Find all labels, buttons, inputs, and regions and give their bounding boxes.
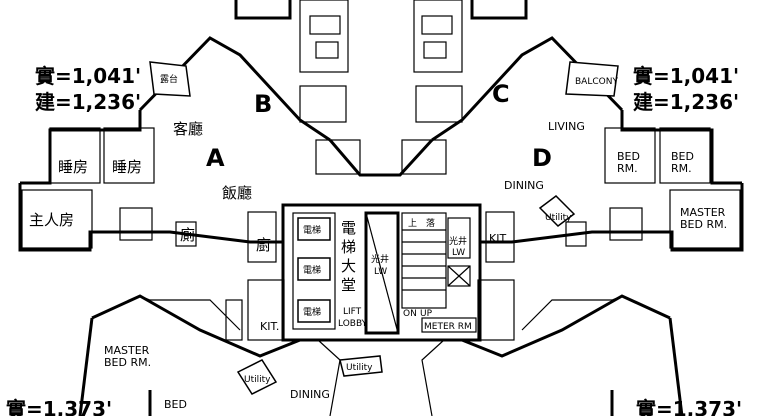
stair-up-label: 上: [408, 218, 417, 229]
lower-left-saleable-area: 實=1,373': [6, 397, 112, 416]
lift-2-label: 電梯: [303, 264, 321, 276]
lightwell: [364, 211, 400, 335]
lift-lobby-line-2: LOBBY: [338, 319, 368, 329]
lift-hall-char-4: 堂: [341, 276, 356, 294]
lift-hall-char-2: 梯: [341, 238, 356, 256]
dining-room-d: DINING: [504, 179, 544, 192]
master-bedroom-a-label: 主人房: [29, 211, 74, 229]
lift-1: [297, 217, 331, 241]
unit-a-gross-area: 建=1,236': [35, 90, 141, 114]
unit-d-gross-area: 建=1,236': [633, 90, 739, 114]
utility-lower-center: [339, 355, 383, 377]
utility-d-label: Utility: [545, 213, 572, 223]
master-bedroom-d: [669, 189, 741, 249]
staircase: [401, 212, 447, 309]
bedroom-a2-label: 睡房: [112, 158, 142, 176]
up-label: UP: [420, 309, 433, 319]
lower-right-saleable-area: 實=1,373': [636, 397, 742, 416]
wing-lower-right: [339, 279, 684, 416]
bed-lower-left-label: BED: [164, 398, 187, 411]
lift-3-label: 電梯: [303, 306, 321, 318]
lift-1-label: 電梯: [303, 224, 321, 236]
bedroom-a1: [49, 127, 101, 184]
corridor: [328, 138, 434, 177]
kitchen-a-label: 廚: [256, 236, 271, 254]
lightwell-cn-label: 光井: [371, 253, 389, 265]
dining-room-a: 飯廳: [222, 184, 252, 202]
small-lightwell-cn: 光井: [449, 235, 467, 247]
unit-d-saleable-area: 實=1,041': [633, 64, 739, 88]
bedroom-d2: [659, 127, 711, 184]
lift-2: [297, 257, 331, 281]
on-label: ON: [403, 309, 417, 319]
lift-lobby-line-1: LIFT: [343, 307, 362, 317]
lift-hall-char-3: 大: [341, 257, 356, 275]
unit-c-letter: C: [492, 80, 510, 108]
wing-lower-left: [78, 279, 341, 416]
wing-upper-right: [401, 0, 744, 263]
lift-3: [297, 299, 331, 323]
wing-upper-left: [18, 0, 361, 263]
living-room-d: LIVING: [548, 120, 585, 133]
lower-dining-label: DINING: [290, 388, 330, 401]
unit-b-letter: B: [254, 90, 272, 118]
small-lightwell: [447, 217, 471, 259]
stair-down-label: 落: [426, 217, 435, 229]
living-room-a: 客廳: [173, 120, 203, 138]
bedroom-d1: [604, 127, 656, 184]
meter-room: [421, 317, 477, 333]
bedroom-a2: [103, 127, 155, 184]
utility-lower-left-label: Utility: [244, 375, 271, 385]
bedroom-a1-label: 睡房: [58, 158, 88, 176]
unit-d-letter: D: [532, 144, 552, 172]
utility-lower-left: [236, 359, 278, 395]
unit-a-letter: A: [206, 144, 225, 172]
lift-hall-char-1: 電: [341, 219, 356, 237]
balcony-d-label: BALCONY: [575, 77, 618, 87]
kitchen-d-label: KIT.: [489, 232, 508, 245]
meter-room-label: METER RM: [424, 322, 472, 332]
balcony-d: [565, 61, 619, 97]
lower-utility-label: Utility: [346, 363, 373, 373]
toilet-a-label: 廁: [180, 226, 195, 244]
unit-a-saleable-area: 實=1,041': [35, 64, 141, 88]
core-outline: [281, 203, 482, 342]
balcony-a-label: 露台: [160, 73, 178, 85]
kitchen-lower-left-label: KIT.: [260, 320, 279, 333]
central-core: [281, 203, 482, 342]
master-bedroom-a: [21, 189, 93, 249]
lightwell-en-label: LW: [374, 267, 387, 277]
balcony-a: [149, 61, 191, 97]
utility-d: [538, 195, 576, 227]
small-lightwell-en: LW: [452, 248, 465, 258]
